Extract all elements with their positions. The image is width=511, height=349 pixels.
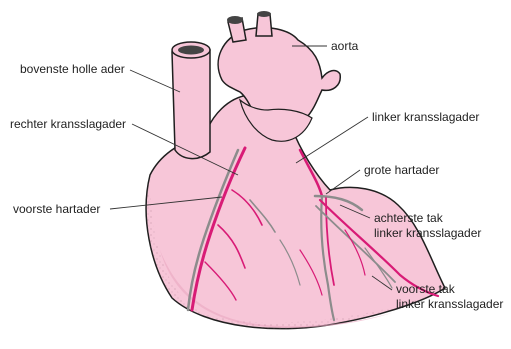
aorta-branch-1-opening xyxy=(227,16,243,24)
label-posterior-branch-line1: achterste tak xyxy=(374,211,443,225)
label-superior-vena-cava: bovenste holle ader xyxy=(20,62,125,76)
label-aorta: aorta xyxy=(331,39,358,53)
label-anterior-branch-line2: linker kransslagader xyxy=(396,297,503,311)
superior-vena-cava-lumen xyxy=(178,46,204,55)
label-anterior-cardiac-vein: voorste hartader xyxy=(13,202,100,216)
label-posterior-branch-line2: linker kransslagader xyxy=(374,226,481,240)
label-right-coronary-artery: rechter kransslagader xyxy=(10,117,126,131)
label-anterior-branch-line1: voorste tak xyxy=(396,282,455,296)
aorta-branch-2-opening xyxy=(257,11,271,17)
superior-vena-cava xyxy=(172,50,210,159)
aorta-branch-2 xyxy=(256,14,272,36)
label-left-coronary-artery: linker kransslagader xyxy=(372,110,479,124)
label-great-cardiac-vein: grote hartader xyxy=(364,163,439,177)
